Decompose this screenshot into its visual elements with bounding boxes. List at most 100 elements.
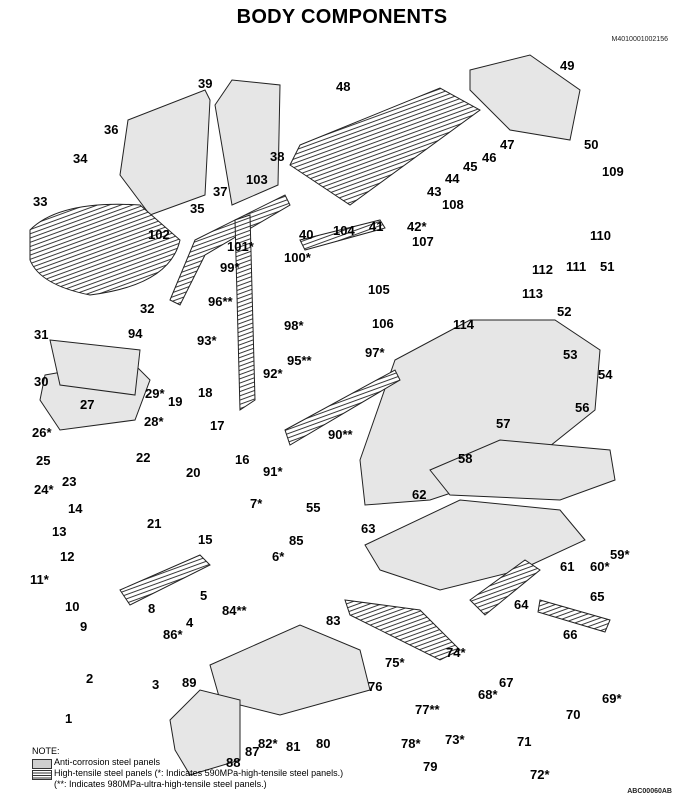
side-sill (284, 369, 401, 446)
legend-item-anti-corrosion: Anti-corrosion steel panels (32, 757, 343, 769)
roof-bow (299, 219, 386, 251)
part-label-30: 30 (34, 374, 49, 389)
front-side-member (119, 554, 211, 606)
part-label-22: 22 (136, 450, 151, 465)
part-label-12: 12 (60, 549, 75, 564)
part-label-105: 105 (368, 282, 390, 297)
part-label-47: 47 (500, 137, 515, 152)
legend-text: High-tensile steel panels (*: Indicates … (54, 768, 344, 778)
a-pillar-rail (169, 194, 291, 306)
part-label-61: 61 (560, 559, 575, 574)
part-label-37: 37 (213, 184, 228, 199)
part-label-78s: 78* (401, 736, 421, 751)
part-label-108: 108 (442, 197, 464, 212)
legend-item-ultra-high-tensile: (**: Indicates 980MPa-ultra-high-tensile… (32, 779, 343, 790)
part-label-71: 71 (517, 734, 532, 749)
part-label-42s: 42* (407, 219, 427, 234)
part-label-45: 45 (463, 159, 478, 174)
legend: NOTE: Anti-corrosion steel panels High-t… (32, 746, 343, 790)
part-label-4: 4 (186, 615, 194, 630)
part-label-40: 40 (299, 227, 314, 242)
part-label-33: 33 (33, 194, 48, 209)
legend-item-high-tensile: High-tensile steel panels (*: Indicates … (32, 768, 344, 780)
part-label-26s: 26* (32, 425, 52, 440)
part-label-82s: 82* (258, 736, 278, 751)
part-label-1: 1 (65, 711, 73, 726)
floor-center-panel (364, 499, 586, 591)
part-label-66: 66 (563, 627, 578, 642)
part-label-53: 53 (563, 347, 578, 362)
part-label-69s: 69* (602, 691, 622, 706)
part-label-43: 43 (427, 184, 442, 199)
part-label-86s: 86* (163, 627, 183, 642)
part-label-27: 27 (80, 397, 95, 412)
part-label-6s: 6* (272, 549, 285, 564)
part-label-103: 103 (246, 172, 268, 187)
b-pillar (234, 214, 256, 411)
part-label-2: 2 (86, 671, 94, 686)
part-label-19: 19 (168, 394, 183, 409)
part-label-11s: 11* (30, 572, 49, 587)
part-label-58: 58 (458, 451, 473, 466)
part-label-18: 18 (198, 385, 213, 400)
part-label-32: 32 (140, 301, 155, 316)
part-label-34: 34 (73, 151, 88, 166)
part-label-104: 104 (333, 223, 355, 238)
part-label-73s: 73* (445, 732, 465, 747)
legend-text: Anti-corrosion steel panels (54, 757, 161, 767)
roof-panel (289, 87, 481, 206)
part-label-85: 85 (289, 533, 304, 548)
part-label-57: 57 (496, 416, 511, 431)
part-label-24s: 24* (34, 482, 54, 497)
part-label-41: 41 (369, 219, 384, 234)
part-label-87: 87 (245, 744, 260, 759)
part-label-98s: 98* (284, 318, 304, 333)
part-label-54: 54 (598, 367, 613, 382)
part-label-67: 67 (499, 675, 514, 690)
part-label-60s: 60* (590, 559, 610, 574)
part-label-111: 111 (566, 259, 587, 274)
rear-floor-crossmember (537, 599, 611, 633)
part-label-110: 110 (590, 228, 611, 243)
part-label-10: 10 (65, 599, 80, 614)
part-label-55: 55 (306, 500, 321, 515)
part-label-79: 79 (423, 759, 438, 774)
part-label-97s: 97* (365, 345, 385, 360)
part-label-94: 94 (128, 326, 143, 341)
part-label-72s: 72* (530, 767, 550, 782)
part-label-15: 15 (198, 532, 213, 547)
part-label-14: 14 (68, 501, 83, 516)
rear-floor-panel (429, 439, 616, 501)
hood-panel (29, 203, 181, 296)
tailgate-panel (469, 54, 581, 141)
part-label-107: 107 (412, 234, 434, 249)
part-label-31: 31 (34, 327, 49, 342)
part-label-80: 80 (316, 736, 331, 751)
part-label-92s: 92* (263, 366, 283, 381)
part-label-46: 46 (482, 150, 497, 165)
part-label-109: 109 (602, 164, 624, 179)
part-label-7s: 7* (250, 496, 263, 511)
part-label-5: 5 (200, 588, 208, 603)
part-label-88: 88 (226, 755, 241, 770)
part-label-21: 21 (147, 516, 162, 531)
legend-note-title: NOTE: (32, 746, 60, 756)
diagram-title: BODY COMPONENTS (236, 6, 448, 28)
part-label-44: 44 (445, 171, 460, 186)
floor-crossmember (344, 599, 461, 661)
part-label-39: 39 (198, 76, 213, 91)
part-label-20: 20 (186, 465, 201, 480)
part-label-112: 112 (532, 262, 553, 277)
part-label-95ss: 95** (287, 353, 312, 368)
part-label-106: 106 (372, 316, 394, 331)
part-label-75s: 75* (385, 655, 405, 670)
part-label-52: 52 (557, 304, 572, 319)
part-label-51: 51 (600, 259, 615, 274)
part-label-63: 63 (361, 521, 376, 536)
rear-side-member (469, 559, 541, 616)
front-fender-panel (169, 689, 241, 776)
part-label-113: 113 (522, 286, 543, 301)
part-label-8: 8 (148, 601, 156, 616)
part-label-99s: 99* (220, 260, 240, 275)
part-label-50: 50 (584, 137, 599, 152)
